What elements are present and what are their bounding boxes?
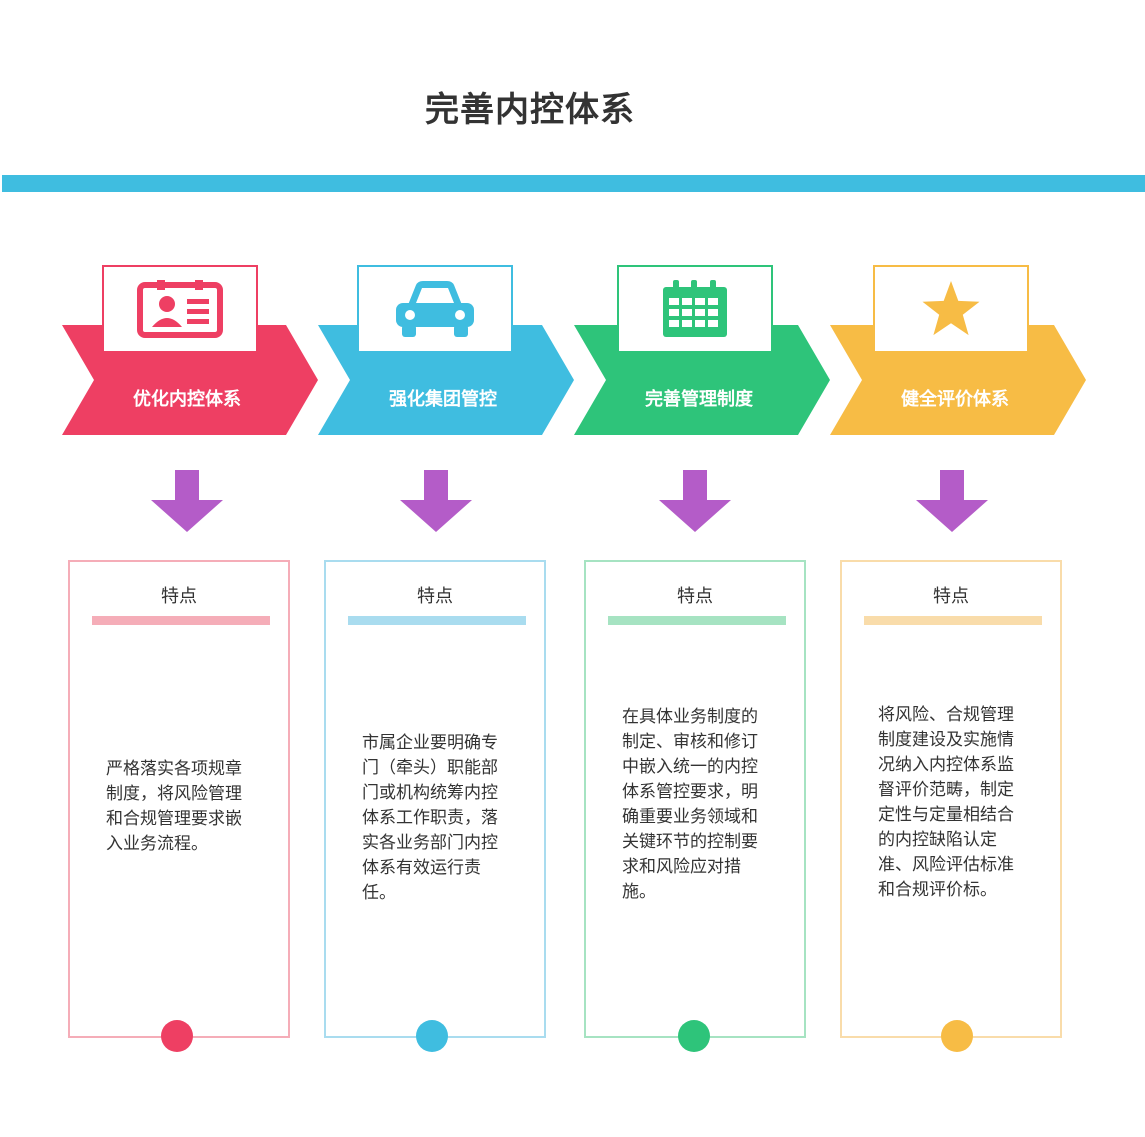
card-divider-2 <box>348 616 526 625</box>
page-title: 完善内控体系 <box>425 90 635 130</box>
star-icon <box>922 281 980 336</box>
calendar-icon <box>663 280 727 337</box>
step-label-4: 健全评价体系 <box>901 389 1009 410</box>
card-text-3: 在具体业务制度的制定、审核和修订中嵌入统一的内控体系管控要求，明确重要业务领域和… <box>622 707 758 902</box>
down-arrow-4 <box>916 470 988 532</box>
step-icon-box-2 <box>357 265 513 353</box>
card-dot-4 <box>941 1020 973 1052</box>
card-text-1: 严格落实各项规章制度，将风险管理和合规管理要求嵌入业务流程。 <box>106 759 242 854</box>
feature-card-1: 特点 严格落实各项规章制度，将风险管理和合规管理要求嵌入业务流程。 <box>68 560 290 1038</box>
step-icon-box-4 <box>873 265 1029 353</box>
card-divider-4 <box>864 616 1042 625</box>
card-dot-1 <box>161 1020 193 1052</box>
card-heading-4: 特点 <box>933 586 969 607</box>
step-label-1: 优化内控体系 <box>133 389 241 410</box>
down-arrow-1 <box>151 470 223 532</box>
step-label-2: 强化集团管控 <box>389 389 497 410</box>
card-text-4: 将风险、合规管理制度建设及实施情况纳入内控体系监督评价范畴，制定定性与定量相结合… <box>878 705 1014 900</box>
card-dot-2 <box>416 1020 448 1052</box>
id-card-icon <box>137 280 223 338</box>
car-icon <box>396 281 474 337</box>
down-arrow-2 <box>400 470 472 532</box>
card-dot-3 <box>678 1020 710 1052</box>
card-divider-3 <box>608 616 786 625</box>
card-divider-1 <box>92 616 270 625</box>
card-heading-2: 特点 <box>417 586 453 607</box>
feature-card-4: 特点 将风险、合规管理制度建设及实施情况纳入内控体系监督评价范畴，制定定性与定量… <box>840 560 1062 1038</box>
card-heading-1: 特点 <box>161 586 197 607</box>
feature-card-3: 特点 在具体业务制度的制定、审核和修订中嵌入统一的内控体系管控要求，明确重要业务… <box>584 560 806 1038</box>
feature-card-2: 特点 市属企业要明确专门（牵头）职能部门或机构统筹内控体系工作职责，落实各业务部… <box>324 560 546 1038</box>
step-icon-box-1 <box>102 265 258 353</box>
down-arrow-3 <box>659 470 731 532</box>
step-label-3: 完善管理制度 <box>645 389 753 410</box>
step-icon-box-3 <box>617 265 773 353</box>
card-text-2: 市属企业要明确专门（牵头）职能部门或机构统筹内控体系工作职责，落实各业务部门内控… <box>362 733 498 903</box>
card-heading-3: 特点 <box>677 586 713 607</box>
accent-bar <box>2 175 1145 192</box>
